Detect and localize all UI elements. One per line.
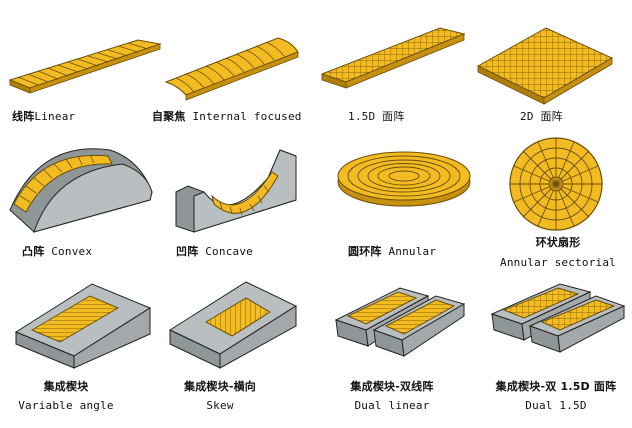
label-variable-angle-zh: 集成楔块 bbox=[43, 380, 89, 393]
label-array-2d: 2D 面阵 bbox=[520, 110, 563, 123]
label-array-1-5d: 1.5D 面阵 bbox=[348, 110, 405, 123]
dual-1-5d-wedge-shape bbox=[490, 283, 626, 353]
annular-array-shape bbox=[337, 151, 471, 207]
label-annular-en: Annular bbox=[388, 245, 437, 258]
label-dual-linear-en: Dual linear bbox=[354, 399, 430, 412]
label-dual-1-5d-en: Dual 1.5D bbox=[525, 399, 587, 412]
label-concave-zh: 凹阵 bbox=[176, 245, 199, 258]
label-linear-en: Linear bbox=[34, 110, 76, 123]
label-variable-angle-en: Variable angle bbox=[18, 399, 114, 412]
label-internal-focused: 自聚焦 Internal focused bbox=[152, 110, 302, 123]
label-dual-1-5d-zh: 集成楔块-双 1.5D 面阵 bbox=[495, 380, 617, 393]
label-skew-zh: 集成楔块-横向 bbox=[184, 380, 256, 393]
linear-array-shape bbox=[8, 39, 162, 94]
label-annular-zh: 圆环阵 bbox=[348, 245, 382, 258]
internal-focused-array-shape bbox=[164, 37, 299, 101]
label-internal-focused-en: Internal focused bbox=[192, 110, 302, 123]
skew-wedge-shape bbox=[168, 281, 298, 369]
label-skew-en: Skew bbox=[206, 399, 234, 412]
concave-array-shape bbox=[175, 149, 297, 233]
label-annular-sectorial-en: Annular sectorial bbox=[500, 256, 616, 269]
label-annular: 圆环阵 Annular bbox=[348, 245, 436, 258]
convex-array-shape bbox=[9, 148, 153, 233]
label-internal-focused-zh: 自聚焦 bbox=[152, 110, 186, 123]
label-annular-sectorial-zh: 环状扇形 bbox=[535, 236, 581, 249]
array-1-5d-shape bbox=[320, 27, 466, 89]
dual-linear-wedge-shape bbox=[334, 287, 466, 357]
label-concave: 凹阵 Concave bbox=[176, 245, 253, 258]
array-2d-shape bbox=[476, 27, 614, 105]
annular-sectorial-array-shape bbox=[509, 137, 603, 231]
variable-angle-wedge-shape bbox=[14, 283, 152, 369]
label-convex-zh: 凸阵 bbox=[22, 245, 45, 258]
label-linear-zh: 线阵 bbox=[12, 110, 35, 123]
label-convex-en: Convex bbox=[51, 245, 93, 258]
label-linear: 线阵Linear bbox=[12, 110, 75, 123]
label-dual-linear-zh: 集成楔块-双线阵 bbox=[350, 380, 434, 393]
label-concave-en: Concave bbox=[205, 245, 253, 258]
label-convex: 凸阵 Convex bbox=[22, 245, 92, 258]
